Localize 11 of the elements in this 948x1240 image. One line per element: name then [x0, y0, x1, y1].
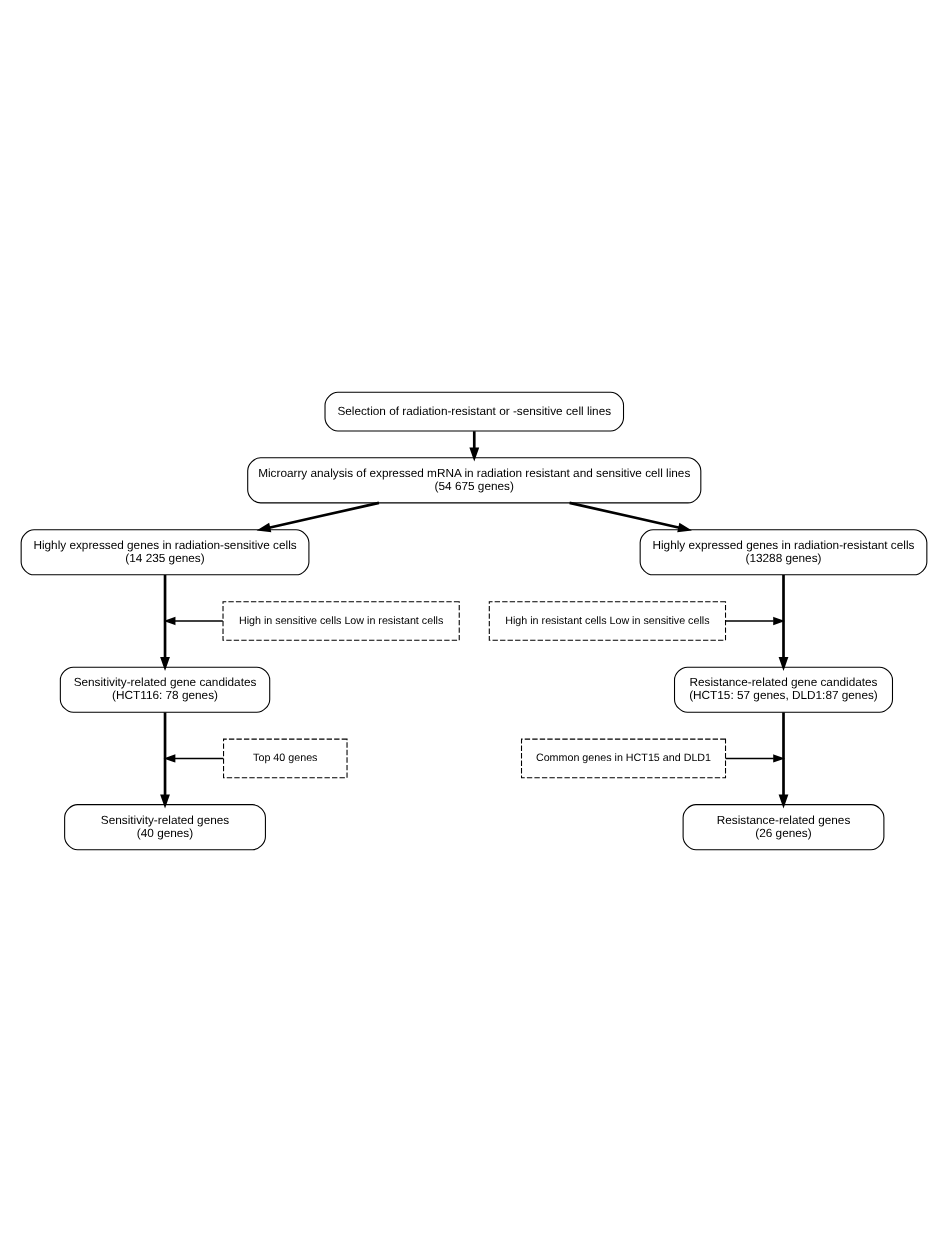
arrow: [163, 753, 225, 762]
arrow: [256, 500, 380, 532]
arrow: [569, 500, 692, 532]
arrow: [160, 711, 170, 808]
arrow: [778, 574, 789, 671]
arrow: [469, 430, 480, 461]
arrow: [163, 615, 224, 625]
arrow: [160, 574, 170, 671]
arrow: [778, 711, 789, 808]
arrow: [724, 753, 786, 762]
arrow: [724, 615, 786, 625]
